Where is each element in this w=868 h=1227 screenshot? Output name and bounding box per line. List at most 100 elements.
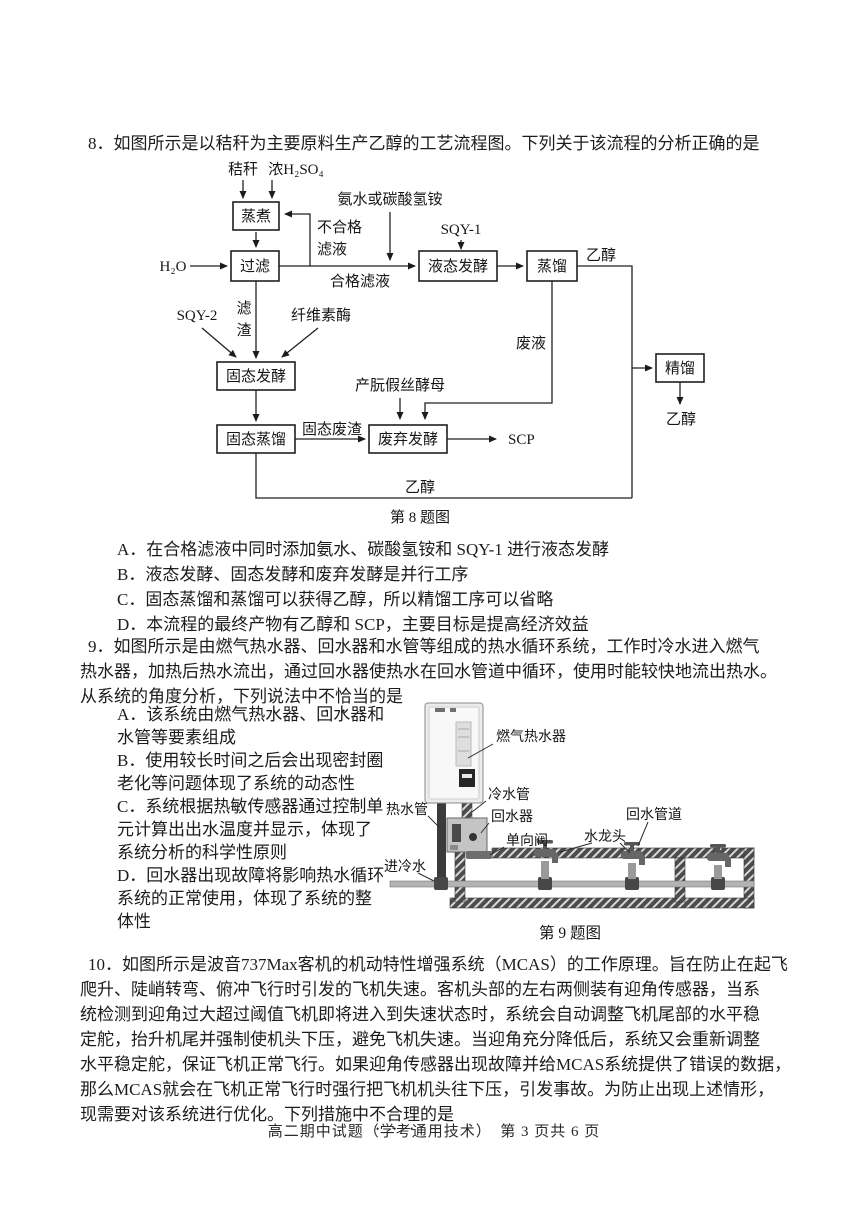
- label-unqualified-2: 滤液: [317, 241, 347, 258]
- cold-supply-pipe: [389, 880, 755, 888]
- q9-option-c-l2: 元计算出出水温度并显示，体现了: [117, 820, 372, 839]
- q9-option-c-l3: 系统分析的科学性原则: [117, 843, 287, 862]
- faucet-1: [534, 840, 558, 863]
- box-solid-distill-label: 固态蒸馏: [226, 431, 286, 448]
- pipe-fittings: [434, 877, 725, 890]
- q10-line5: 水平稳定舵，保证飞机正常飞行。如果迎角传感器出现故障并给MCAS系统提供了错误的…: [80, 1055, 792, 1074]
- q8-option-b: B．液态发酵、固态发酵和废弃发酵是并行工序: [117, 565, 469, 584]
- q10-line4: 定舵，抬升机尾并强制使机头下压，避免飞机失速。当迎角充分降低后，系统又会重新调整: [80, 1030, 760, 1049]
- q9-stem-line3: 从系统的角度分析，下列说法中不恰当的是: [80, 684, 403, 716]
- q9-option-c-l1: C．系统根据热敏传感器通过控制单: [117, 797, 384, 816]
- q10-line2: 爬升、陡峭转弯、俯冲飞行时引发的飞机失速。客机头部的左右两侧装有迎角传感器，当系: [80, 980, 760, 999]
- heater-sticker: [455, 721, 472, 767]
- q9-option-b-l2: 老化等问题体现了系统的动态性: [117, 774, 355, 793]
- label-return-pipe: 回水管道: [626, 807, 682, 823]
- label-straw: 秸秆: [228, 161, 258, 178]
- box-distill-label: 蒸馏: [537, 258, 567, 275]
- q9-stem-line1: 9．如图所示是由燃气热水器、回水器和水管等组成的热水循环系统，工作时冷水进入燃气: [88, 637, 760, 656]
- return-water-device: [446, 817, 488, 853]
- q8-flowchart-figure: 蒸煮 过滤 液态发酵 蒸馏 固态发酵 固态蒸馏 废弃发酵 精馏 秸秆 浓H₂SO…: [160, 161, 705, 526]
- flow-connectors: [190, 180, 684, 499]
- label-waste-liquid: 废液: [516, 335, 546, 352]
- label-qualified: 合格滤液: [330, 273, 390, 290]
- box-solid-distill: [216, 424, 296, 454]
- q9-option-a-l1: A．该系统由燃气热水器、回水器和: [117, 705, 385, 724]
- label-acid: 浓H₂SO₄: [268, 161, 323, 178]
- cold-water-hose: [461, 802, 473, 820]
- check-valve: [466, 851, 492, 859]
- label-residue-2: 渣: [236, 322, 251, 339]
- hot-water-pipe: [437, 803, 446, 883]
- box-steam-label: 蒸煮: [241, 208, 271, 225]
- box-distill: [526, 250, 578, 282]
- label-gas-heater: 燃气热水器: [496, 728, 566, 745]
- flow-labels: 秸秆 浓H₂SO₄ 氨水或碳酸氢铵 不合格 滤液 SQY-1 H₂O 合格滤液 …: [160, 161, 696, 526]
- q10-stem: 10．如图所示是波音737Max客机的机动特性增强系统（MCAS）的工作原理。旨…: [80, 952, 791, 1127]
- box-waste-ferment-label: 废弃发酵: [378, 431, 438, 448]
- q10-line6: 那么MCAS就会在飞机正常飞行时强行把飞机机头往下压，引发事故。为防止出现上述情…: [80, 1080, 775, 1099]
- label-ammonia: 氨水或碳酸氢铵: [337, 191, 442, 208]
- q9-option-d-l3: 体性: [117, 912, 151, 931]
- box-solid-ferment: [216, 361, 296, 391]
- q10-line1: 10．如图所示是波音737Max客机的机动特性增强系统（MCAS）的工作原理。旨…: [88, 955, 788, 974]
- page-footer: 高二期中试题（学考通用技术） 第 3 页共 6 页: [267, 1124, 601, 1140]
- q9-stem-line2: 热水器，加热后热水流出，通过回水器使热水在回水管道中循环，使用时能较快地流出热水…: [80, 662, 777, 681]
- q10-line7: 现需要对该系统进行优化。下列措施中不合理的是: [80, 1102, 791, 1127]
- box-filter-label: 过滤: [240, 258, 270, 275]
- label-scp: SCP: [508, 432, 535, 448]
- box-liquid-ferment-label: 液态发酵: [428, 258, 488, 275]
- label-faucet: 水龙头: [584, 829, 626, 845]
- label-return-device: 回水器: [491, 809, 533, 825]
- q9-heater-figure: 燃气热水器 冷水管 回水器 热水管 回水管道 单向阀 水龙头 进冷水 第 9 题…: [384, 702, 755, 942]
- flow-boxes: 蒸煮 过滤 液态发酵 蒸馏 固态发酵 固态蒸馏 废弃发酵 精馏: [216, 201, 705, 454]
- q9-option-d-l1: D．回水器出现故障将影响热水循环: [117, 866, 385, 885]
- label-cold-in: 进冷水: [384, 859, 426, 875]
- q8-option-a: A．在合格滤液中同时添加氨水、碳酸氢铵和 SQY-1 进行液态发酵: [117, 540, 610, 559]
- label-unqualified-1: 不合格: [317, 219, 362, 236]
- label-residue-1: 滤: [236, 300, 251, 317]
- q8-option-d: D．本流程的最终产物有乙醇和 SCP，主要目标是提高经济效益: [117, 615, 589, 634]
- label-yeast: 产朊假丝酵母: [355, 377, 445, 394]
- label-sqy2: SQY-2: [177, 308, 218, 324]
- label-ethanol-right: 乙醇: [666, 411, 696, 428]
- q9-stem-line3-pre: 从系统的角度分析，下列说法中: [80, 687, 318, 706]
- box-liquid-ferment: [418, 250, 498, 282]
- label-cold-pipe: 冷水管: [488, 787, 530, 803]
- gas-water-heater: [424, 702, 484, 804]
- q10-line3: 统检测到迎角过大超过阈值飞机即将进入到失速状态时，系统会自动调整飞机尾部的水平稳: [80, 1005, 760, 1024]
- label-water: H₂O: [160, 259, 187, 275]
- faucet-risers: [541, 861, 722, 879]
- label-cellulase: 纤维素酶: [291, 307, 351, 324]
- box-filter: [230, 250, 280, 282]
- label-ethanol-bottom: 乙醇: [405, 479, 435, 496]
- q8-options: A．在合格滤液中同时添加氨水、碳酸氢铵和 SQY-1 进行液态发酵 B．液态发酵…: [117, 537, 609, 637]
- faucet-2: [621, 842, 645, 865]
- label-sqy1: SQY-1: [441, 222, 482, 238]
- label-hot-pipe: 热水管: [386, 802, 428, 818]
- figure-leader-lines: [417, 743, 649, 882]
- q8-figure-caption: 第 8 题图: [390, 508, 450, 526]
- box-waste-ferment: [368, 424, 448, 454]
- faucet-3: [707, 844, 731, 867]
- q10-line7-pre: 现需要对该系统进行优化。下列措施中: [80, 1105, 369, 1124]
- q9-stem-emphasis: 不恰当: [318, 687, 369, 706]
- q9-option-a-l2: 水管等要素组成: [117, 728, 236, 747]
- q8-stem: 8．如图所示是以秸秆为主要原料生产乙醇的工艺流程图。下列关于该流程的分析正确的是: [88, 134, 760, 153]
- heater-vent: [450, 708, 456, 712]
- label-ethanol-top: 乙醇: [586, 247, 616, 264]
- label-solid-waste: 固态废渣: [302, 421, 362, 438]
- q9-stem-line3-post: 的是: [369, 687, 403, 706]
- q9-figure-caption: 第 9 题图: [539, 924, 601, 942]
- figure-labels: 燃气热水器 冷水管 回水器 热水管 回水管道 单向阀 水龙头 进冷水 第 9 题…: [384, 728, 682, 942]
- q10-emphasis: 不合理: [369, 1105, 420, 1124]
- q8-option-c: C．固态蒸馏和蒸馏可以获得乙醇，所以精馏工序可以省略: [117, 590, 554, 609]
- box-solid-ferment-label: 固态发酵: [226, 368, 286, 385]
- box-rectify-label: 精馏: [665, 360, 695, 377]
- q9-options: A．该系统由燃气热水器、回水器和 水管等要素组成 B．使用较长时间之后会出现密封…: [117, 703, 384, 933]
- box-rectify: [655, 353, 705, 383]
- box-steam: [232, 201, 280, 231]
- label-check-valve: 单向阀: [506, 833, 548, 849]
- q10-line7-post: 的是: [420, 1105, 454, 1124]
- heater-vent: [435, 708, 445, 712]
